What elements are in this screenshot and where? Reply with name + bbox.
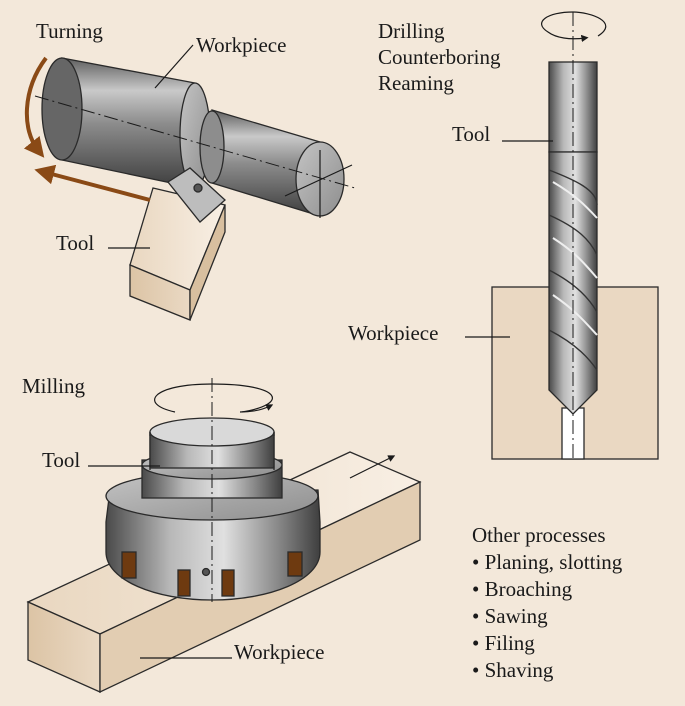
turning-workpiece-large xyxy=(41,57,211,189)
turning-tool-label: Tool xyxy=(56,231,94,255)
milling-illustration xyxy=(26,378,422,694)
drilling-title: Drilling Counterboring Reaming xyxy=(378,19,506,95)
milling-tool-label: Tool xyxy=(42,448,80,472)
drilling-rotation-arrow xyxy=(541,11,607,43)
milling-rotation-arrow xyxy=(239,404,274,413)
milling-title: Milling xyxy=(22,374,86,398)
turning-title: Turning xyxy=(36,19,103,43)
turning-workpiece-label: Workpiece xyxy=(196,33,286,57)
turning-feed-arrow xyxy=(34,164,151,202)
turning-workpiece-leader xyxy=(154,44,194,89)
drilling-workpiece-label: Workpiece xyxy=(348,321,438,345)
milling-inserts xyxy=(121,551,303,597)
drilling-title-line-2: Counterboring xyxy=(378,45,501,69)
turning-illustration xyxy=(23,44,356,321)
other-process-item: • Planing, slotting xyxy=(472,550,623,574)
other-processes-heading: Other processes xyxy=(472,523,606,547)
drilling-title-line-3: Reaming xyxy=(378,71,454,95)
other-process-item: • Broaching xyxy=(472,577,573,601)
turning-rotation-arrow xyxy=(23,56,48,158)
turning-center-mark-h xyxy=(284,164,353,197)
milling-feed-arrow xyxy=(349,455,396,479)
other-processes-list: Other processes • Planing, slotting • Br… xyxy=(472,523,623,682)
other-process-item: • Shaving xyxy=(472,658,554,682)
turning-workpiece-small xyxy=(199,109,345,217)
drilling-illustration xyxy=(465,11,659,460)
turning-axis-line xyxy=(34,95,356,189)
milling-cutter xyxy=(105,417,321,601)
turning-tool-insert xyxy=(167,167,226,223)
other-process-item: • Sawing xyxy=(472,604,548,628)
drilling-tool-label: Tool xyxy=(452,122,490,146)
drilling-title-line-1: Drilling xyxy=(378,19,445,43)
milling-workpiece-label: Workpiece xyxy=(234,640,324,664)
milling-rotation-arrow-back xyxy=(154,383,273,413)
other-process-item: • Filing xyxy=(472,631,535,655)
